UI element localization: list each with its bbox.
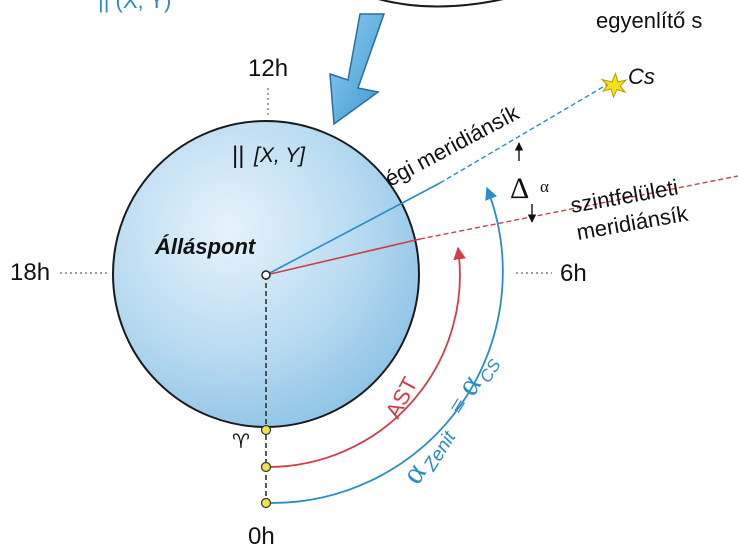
hour-label-18h: 18h xyxy=(10,259,50,286)
star-cs: Cs xyxy=(600,64,655,99)
blue-arrow-shape xyxy=(329,13,386,126)
vernal-point-lower xyxy=(260,497,272,509)
top-partial: || (X, Y) egyenlítő s xyxy=(98,0,702,33)
delta-alpha-indicator: Δ α xyxy=(510,142,549,223)
plane-parallel-bars: || xyxy=(232,142,244,169)
level-meridian-solid xyxy=(265,238,421,276)
star-label: Cs xyxy=(628,64,655,89)
alpha-zenit-subscript: Zenit xyxy=(420,427,461,475)
plane-label: [X, Y] xyxy=(253,144,306,167)
celestial-meridian-label: égi meridiánsík xyxy=(381,99,524,191)
ast-arc xyxy=(268,246,466,468)
alpha-cs-subscript: CS xyxy=(476,355,505,386)
projection-arrow xyxy=(329,13,386,126)
level-meridian-dashed xyxy=(419,175,738,240)
observer-point xyxy=(261,270,271,280)
observer-label: Álláspont xyxy=(154,234,257,259)
celestial-meridian-solid xyxy=(265,182,441,276)
vernal-point-middle xyxy=(260,461,272,473)
hour-label-0h: 0h xyxy=(248,523,275,549)
delta-symbol: Δ xyxy=(510,172,529,205)
delta-subscript: α xyxy=(540,177,549,196)
top-arc-partial xyxy=(378,0,504,8)
vernal-point-upper xyxy=(260,424,272,436)
hour-markers: 12h 18h 6h 0h xyxy=(10,55,587,549)
star-icon xyxy=(600,71,628,99)
top-left-partial-label: || (X, Y) xyxy=(98,0,171,13)
vernal-equinox-symbol: ♈ xyxy=(232,431,250,453)
points-on-zero-line: ♈ xyxy=(232,270,272,509)
alpha-arc xyxy=(268,186,504,504)
equator-partial-label: egyenlítő s xyxy=(596,8,702,33)
hour-label-6h: 6h xyxy=(560,260,587,287)
celestial-meridian-dashed xyxy=(439,83,609,184)
hour-label-12h: 12h xyxy=(248,55,288,82)
